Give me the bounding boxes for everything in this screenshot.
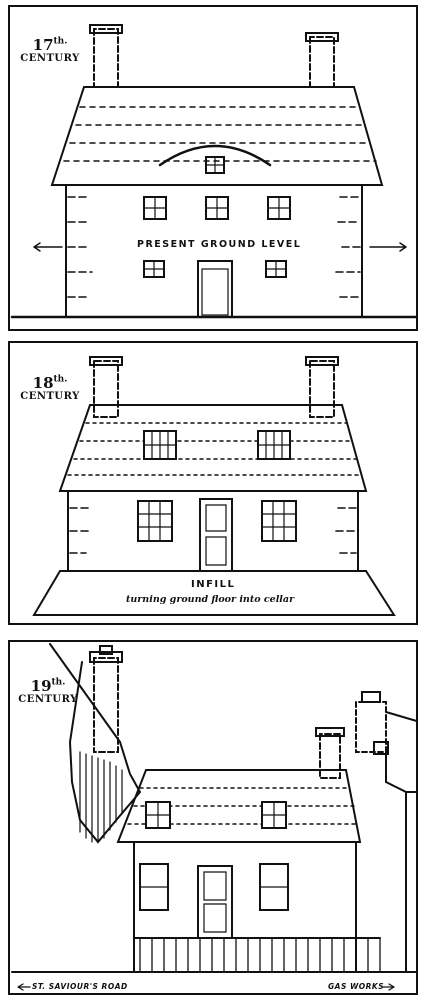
- century-label-17: 17th. CENTURY: [20, 37, 80, 64]
- infill-subcaption: turning ground floor into cellar: [126, 594, 295, 605]
- century-suffix: th.: [53, 374, 68, 385]
- gas-works-label: GAS WORKS: [328, 982, 385, 991]
- century-suffix: th.: [51, 677, 66, 688]
- century-word: CENTURY: [20, 390, 80, 402]
- century-label-18: 18th. CENTURY: [20, 375, 80, 402]
- century-word: CENTURY: [20, 52, 80, 64]
- century-word: CENTURY: [18, 693, 78, 705]
- panel-17th-century: 17th. CENTURY PRESENT GROUND LEVEL: [8, 5, 418, 331]
- house-18th-century-drawing: [32, 356, 396, 616]
- century-number: 19: [30, 677, 52, 695]
- house-19th-century-drawing: [11, 643, 416, 991]
- present-ground-level-label: PRESENT GROUND LEVEL: [135, 239, 304, 250]
- house-17th-century-drawing: [10, 24, 416, 319]
- century-number: 17: [32, 36, 54, 54]
- st-saviours-road-label: ST. SAVIOUR'S ROAD: [32, 982, 128, 991]
- infill-label: INFILL: [191, 579, 236, 590]
- panel-19th-century: 19th. CENTURY ST. SAVIOUR'S ROAD GAS WOR…: [8, 640, 418, 995]
- century-suffix: th.: [53, 36, 68, 47]
- century-label-19: 19th. CENTURY: [18, 678, 78, 705]
- century-number: 18: [32, 374, 54, 392]
- panel-18th-century: 18th. CENTURY INFILL turning ground floo…: [8, 341, 418, 625]
